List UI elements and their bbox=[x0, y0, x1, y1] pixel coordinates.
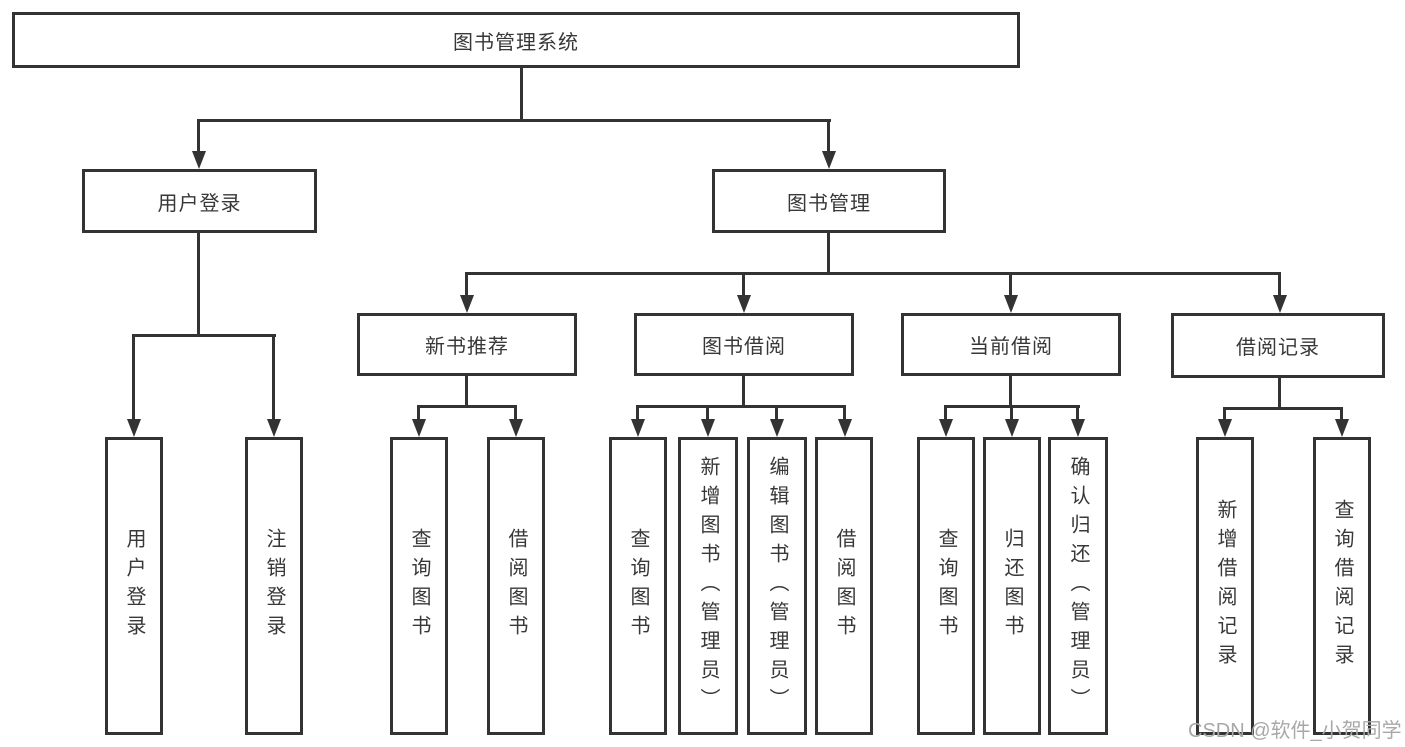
connector-borrowing-split bbox=[636, 405, 846, 408]
leaf-label: 归还图书 bbox=[1001, 528, 1023, 644]
arrowhead-down-icon bbox=[509, 419, 523, 437]
connector-borrowing-stem bbox=[742, 376, 745, 405]
leaf-label: 查询图书 bbox=[408, 528, 430, 644]
connector-drop bbox=[775, 405, 778, 421]
leaf-borrow-books-recommend: 借阅图书 bbox=[487, 437, 545, 735]
node-label: 图书借阅 bbox=[702, 336, 786, 358]
node-borrowing-records: 借阅记录 bbox=[1171, 313, 1385, 378]
connector-drop bbox=[843, 405, 846, 421]
node-label: 用户登录 bbox=[157, 192, 242, 215]
leaf-label: 借阅图书 bbox=[833, 528, 855, 644]
arrowhead-down-icon bbox=[1335, 419, 1349, 437]
arrowhead-down-icon bbox=[127, 419, 141, 437]
connector-drop bbox=[636, 405, 639, 421]
leaf-query-books-recommend: 查询图书 bbox=[390, 437, 448, 735]
leaf-label: 借阅图书 bbox=[505, 528, 527, 644]
connector-drop bbox=[132, 334, 135, 422]
connector-drop bbox=[272, 334, 275, 422]
connector-drop bbox=[1076, 405, 1079, 421]
connector-drop bbox=[465, 272, 468, 297]
node-label: 借阅记录 bbox=[1236, 337, 1320, 359]
connector-drop bbox=[1340, 407, 1343, 421]
leaf-add-borrow-record: 新增借阅记录 bbox=[1196, 437, 1254, 735]
connector-drop bbox=[1278, 272, 1281, 297]
connector-drop bbox=[1009, 272, 1012, 297]
connector-root-stem bbox=[520, 68, 523, 119]
connector-drop bbox=[197, 119, 200, 155]
leaf-query-books-current: 查询图书 bbox=[917, 437, 975, 735]
leaf-label: 新增借阅记录 bbox=[1214, 499, 1236, 673]
connector-drop bbox=[706, 405, 709, 421]
node-label: 当前借阅 bbox=[969, 336, 1053, 358]
leaf-label: 注销登录 bbox=[263, 528, 285, 644]
node-book-management: 图书管理 bbox=[712, 169, 946, 233]
connector-user-login-stem bbox=[197, 233, 200, 334]
arrowhead-down-icon bbox=[838, 419, 852, 437]
connector-drop bbox=[944, 405, 947, 421]
connector-drop bbox=[1010, 405, 1013, 421]
arrowhead-down-icon bbox=[631, 419, 645, 437]
arrowhead-down-icon bbox=[460, 295, 474, 313]
connector-user-login-split bbox=[132, 334, 276, 337]
node-current-borrowing: 当前借阅 bbox=[901, 313, 1121, 376]
leaf-label: 确认归还（管理员） bbox=[1067, 455, 1089, 717]
arrowhead-down-icon bbox=[267, 419, 281, 437]
arrowhead-down-icon bbox=[192, 151, 206, 169]
leaf-return-book: 归还图书 bbox=[983, 437, 1041, 735]
leaf-borrow-books-borrowing: 借阅图书 bbox=[815, 437, 873, 735]
leaf-label: 查询借阅记录 bbox=[1331, 499, 1353, 673]
node-root-library-system: 图书管理系统 bbox=[12, 12, 1020, 68]
leaf-logout: 注销登录 bbox=[245, 437, 303, 735]
node-label: 新书推荐 bbox=[425, 336, 509, 358]
arrowhead-down-icon bbox=[1071, 419, 1085, 437]
arrowhead-down-icon bbox=[1004, 295, 1018, 313]
connector-drop bbox=[514, 405, 517, 421]
arrowhead-down-icon bbox=[822, 151, 836, 169]
connector-drop bbox=[742, 272, 745, 297]
arrowhead-down-icon bbox=[939, 419, 953, 437]
leaf-add-book-admin: 新增图书（管理员） bbox=[678, 437, 738, 735]
node-label: 图书管理 bbox=[787, 192, 871, 215]
node-new-book-recommend: 新书推荐 bbox=[357, 313, 577, 376]
arrowhead-down-icon bbox=[701, 419, 715, 437]
leaf-confirm-return-admin: 确认归还（管理员） bbox=[1048, 437, 1108, 735]
connector-recommend-split bbox=[417, 405, 517, 408]
leaf-label: 查询图书 bbox=[627, 528, 649, 644]
arrowhead-down-icon bbox=[412, 419, 426, 437]
leaf-label: 查询图书 bbox=[935, 528, 957, 644]
connector-drop bbox=[417, 405, 420, 421]
leaf-query-borrow-record: 查询借阅记录 bbox=[1313, 437, 1371, 735]
connector-records-stem bbox=[1278, 378, 1281, 407]
node-label: 图书管理系统 bbox=[453, 31, 579, 54]
connector-drop bbox=[827, 119, 830, 155]
connector-book-mgmt-stem bbox=[827, 233, 830, 272]
connector-current-stem bbox=[1009, 376, 1012, 405]
leaf-user-login: 用户登录 bbox=[105, 437, 163, 735]
leaf-label: 用户登录 bbox=[123, 528, 145, 644]
connector-level2-distributor bbox=[197, 119, 831, 122]
arrowhead-down-icon bbox=[737, 295, 751, 313]
leaf-label: 新增图书（管理员） bbox=[697, 455, 719, 717]
arrowhead-down-icon bbox=[770, 419, 784, 437]
connector-drop bbox=[1223, 407, 1226, 421]
arrowhead-down-icon bbox=[1005, 419, 1019, 437]
arrowhead-down-icon bbox=[1218, 419, 1232, 437]
connector-recommend-stem bbox=[465, 376, 468, 405]
connector-level3-distributor bbox=[465, 272, 1281, 275]
node-user-login: 用户登录 bbox=[82, 169, 317, 233]
node-book-borrowing: 图书借阅 bbox=[634, 313, 854, 376]
connector-records-split bbox=[1223, 407, 1343, 410]
leaf-label: 编辑图书（管理员） bbox=[766, 455, 788, 717]
leaf-edit-book-admin: 编辑图书（管理员） bbox=[747, 437, 807, 735]
leaf-query-books-borrowing: 查询图书 bbox=[609, 437, 667, 735]
csdn-watermark: CSDN @软件_小贺同学 bbox=[1188, 720, 1402, 742]
arrowhead-down-icon bbox=[1273, 295, 1287, 313]
